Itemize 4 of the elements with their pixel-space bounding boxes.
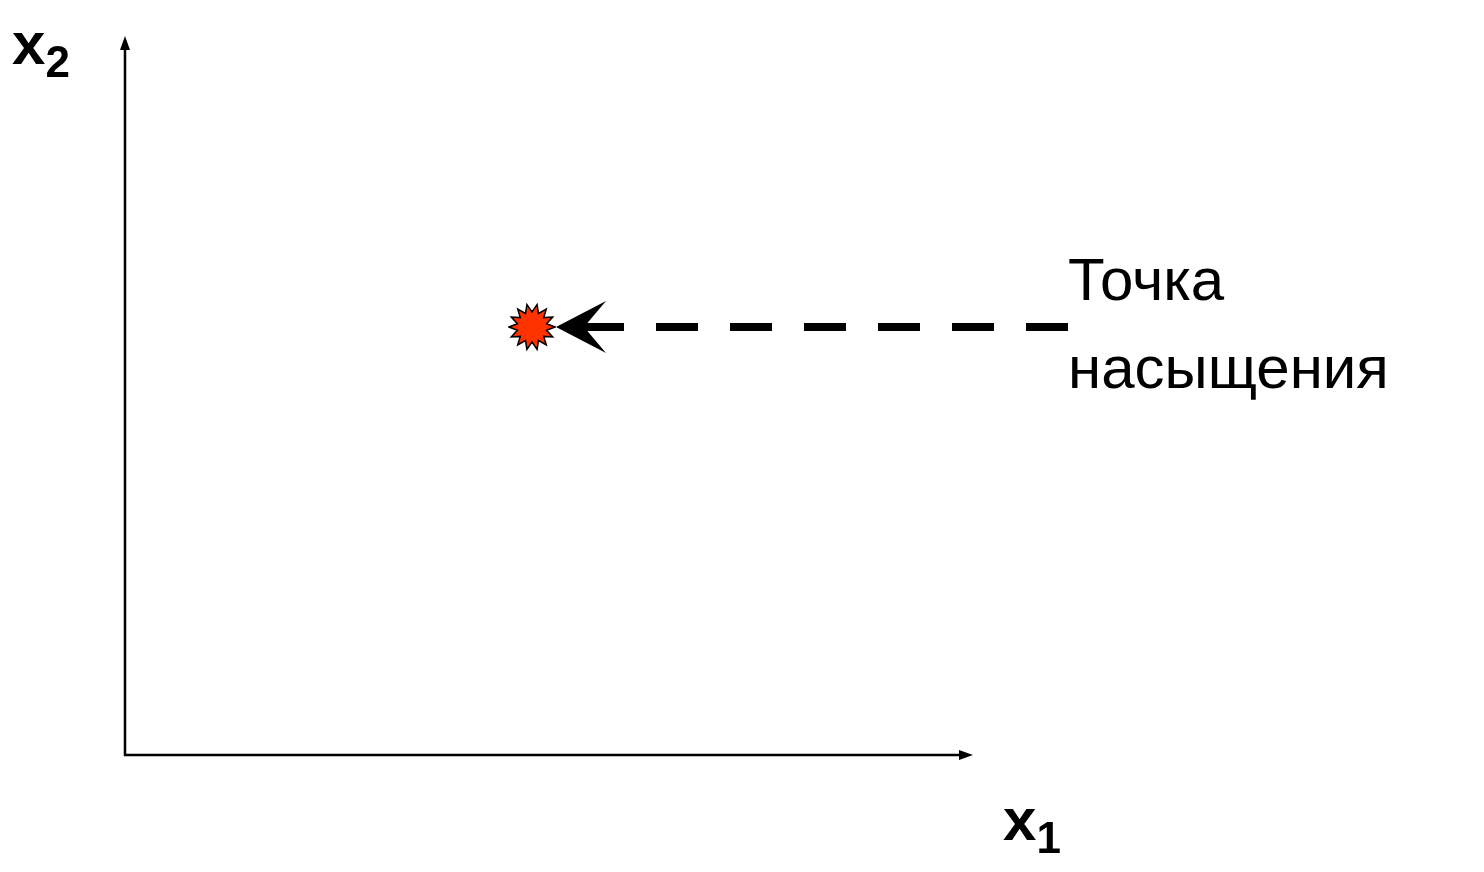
- callout-text: Точка насыщения: [1068, 236, 1478, 412]
- axis-label: x$_{2}$: [12, 14, 70, 88]
- burst-marker: [508, 303, 556, 351]
- axis-label: x$_{1}$: [1003, 790, 1061, 864]
